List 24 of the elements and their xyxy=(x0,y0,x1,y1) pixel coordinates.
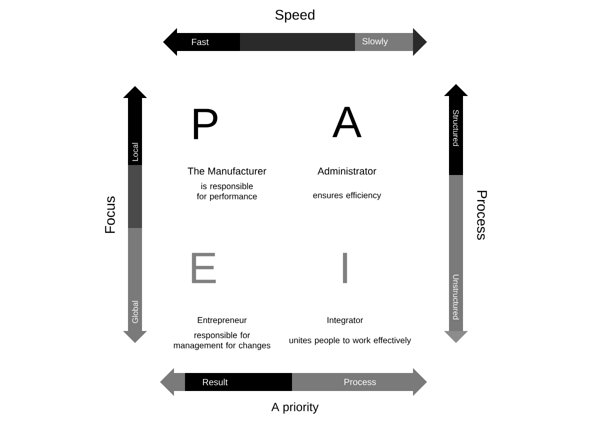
quadrant-heading: Entrepreneur xyxy=(198,317,247,325)
quadrant-letter: P xyxy=(194,108,218,140)
axis-title: Speed xyxy=(275,9,314,22)
quadrant-description: responsible for management for changes xyxy=(174,332,270,350)
scale-label: Process xyxy=(344,378,376,386)
scale-label: Fast xyxy=(192,38,209,46)
scale-label: Result xyxy=(203,378,228,386)
quadrant-description: ensures efficiency xyxy=(313,192,382,200)
scale-label: Global xyxy=(132,300,138,324)
quadrant-letter: E xyxy=(192,252,216,284)
quadrant-letter: A xyxy=(332,106,362,138)
quadrant-heading: The Manufacturer xyxy=(188,167,266,175)
axis-title: Process xyxy=(477,190,487,240)
axis-title: Focus xyxy=(105,196,115,233)
quadrant-letter: I xyxy=(342,252,348,284)
scale-label: Unstructured xyxy=(453,274,459,320)
quadrant-description: is responsible for performance xyxy=(196,182,257,202)
scale-label: Local xyxy=(132,142,138,161)
quadrant-heading: Integrator xyxy=(328,317,364,325)
quadrant-heading: Administrator xyxy=(318,167,376,175)
axis-title: A priority xyxy=(271,402,319,414)
scale-label: Structured xyxy=(453,110,459,146)
quadrant-description: unites people to work effectively xyxy=(289,337,412,345)
scale-label: Slowly xyxy=(362,38,388,46)
